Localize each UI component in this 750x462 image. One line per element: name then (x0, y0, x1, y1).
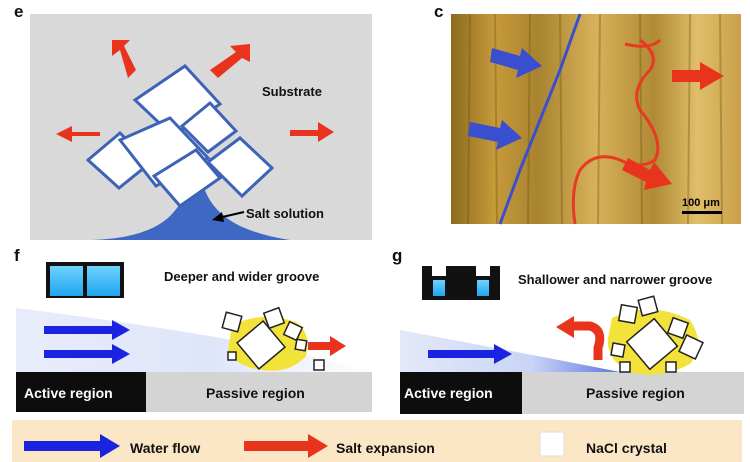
substrate-label: Substrate (262, 84, 322, 99)
panel-label-f: f (14, 246, 20, 265)
pointer-head (212, 212, 224, 222)
salt-front-line (571, 38, 660, 225)
nacl-crystals-g (610, 295, 704, 373)
legend-water-flow-arrow (24, 434, 120, 458)
wood-grain-lines (467, 13, 723, 225)
passive-region-block-f (146, 372, 372, 412)
scale-bar (682, 211, 722, 214)
nacl-crystals-f (221, 306, 325, 371)
legend-salt-expansion-arrow (244, 434, 328, 458)
legend-salt-expansion-label: Salt expansion (336, 440, 435, 456)
legend-nacl-crystal-label: NaCl crystal (586, 440, 667, 456)
legend-water-flow-label: Water flow (130, 440, 201, 456)
groove-title-f: Deeper and wider groove (164, 269, 320, 284)
passive-region-label-f: Passive region (206, 385, 305, 401)
passive-region-label-g: Passive region (586, 385, 685, 401)
active-region-label-f: Active region (24, 385, 113, 401)
panel-label-g: g (392, 246, 403, 265)
water-front-line (498, 13, 582, 225)
legend-nacl-crystal-swatch (539, 431, 565, 457)
passive-region-block-g (522, 372, 744, 414)
active-region-block-g (400, 372, 522, 414)
panel-label-c: c (434, 2, 444, 21)
active-region-block-f (16, 372, 146, 412)
water-flow-arrows-c (468, 48, 542, 150)
groove-left-well (50, 266, 83, 296)
water-film-g (400, 330, 620, 372)
salt-front-line-top (624, 38, 662, 48)
crystal-cluster (85, 64, 275, 209)
salt-expansion-arrow-g-head (556, 316, 574, 338)
water-flow-arrows-f (44, 320, 130, 364)
salt-expansion-arrow-g (570, 321, 605, 360)
groove-left-well-g (433, 280, 445, 296)
panel-label-e: e (14, 2, 24, 21)
salt-expansion-arrows-c (622, 62, 724, 190)
salt-expansion-arrow-f (308, 336, 346, 356)
legend-box (12, 420, 742, 462)
salt-expansion-arrows-e (56, 40, 334, 142)
salt-solution-pool (92, 180, 290, 240)
groove-right-well-g (477, 280, 489, 296)
active-region-label-g: Active region (404, 385, 493, 401)
water-flow-arrow-g (428, 344, 512, 364)
scale-bar-label: 100 μm (682, 197, 720, 209)
groove-title-g: Shallower and narrower groove (518, 272, 713, 287)
micrograph-image (451, 14, 741, 224)
salt-solution-label: Salt solution (246, 206, 324, 221)
groove-right-well (87, 266, 120, 296)
